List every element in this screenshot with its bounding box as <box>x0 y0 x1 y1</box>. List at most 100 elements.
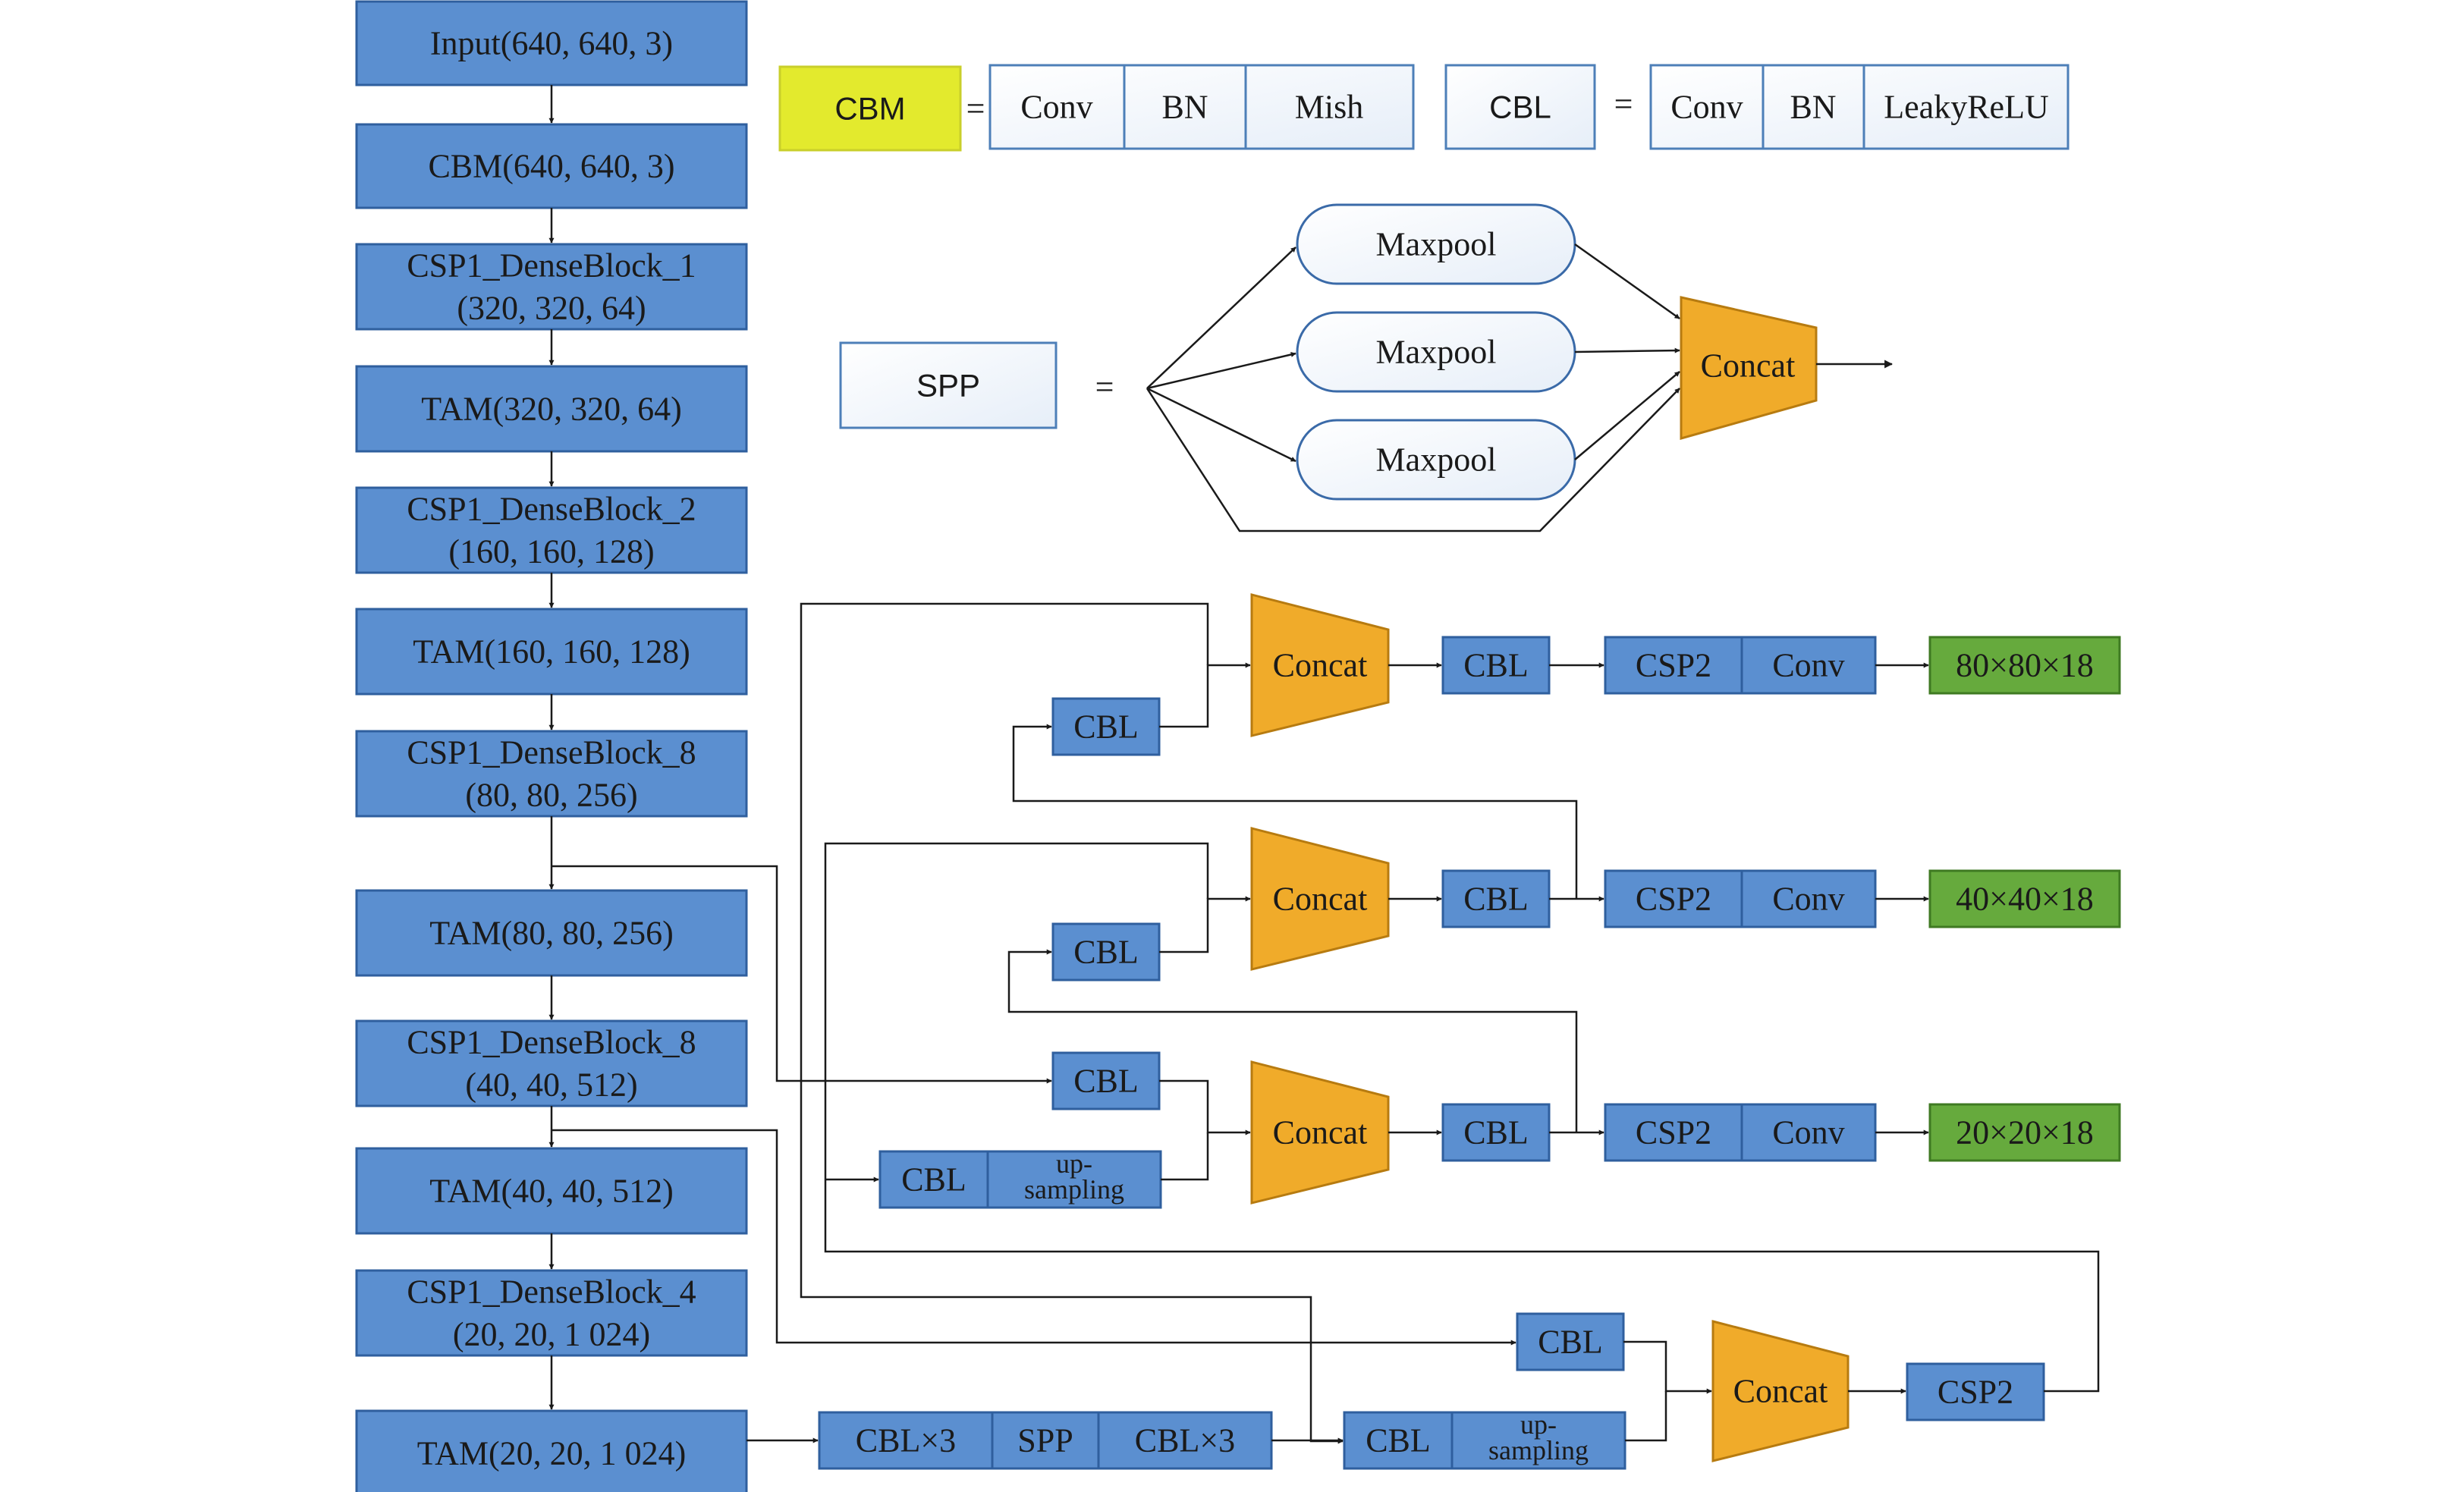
legend-cbm-parts <box>988 64 1415 150</box>
legend-cbl-conv: Conv <box>1670 89 1743 126</box>
csp1-block-8b-shape: (40, 40, 512) <box>465 1066 637 1104</box>
output-20 <box>1928 1103 2121 1162</box>
legend-cbl-bn: BN <box>1790 89 1836 126</box>
row3-cbl-label: CBL <box>1463 1114 1529 1151</box>
row1-csp2-conv <box>1604 636 1877 695</box>
spp-equals: = <box>1095 369 1114 406</box>
csp1-block-1 <box>355 243 748 331</box>
legend-equals-2: = <box>1614 86 1633 123</box>
spp-def-box <box>839 341 1058 429</box>
spp-concat-label: Concat <box>1701 347 1796 385</box>
legend-cbl-label: CBL <box>1489 90 1551 125</box>
csp1-block-8b-name: CSP1_DenseBlock_8 <box>407 1024 696 1061</box>
row1-concat <box>1250 593 1390 737</box>
row1-cbl-label: CBL <box>1463 647 1529 684</box>
csp1-block-2-name: CSP1_DenseBlock_2 <box>407 491 696 528</box>
tam-block-1-label: TAM(320, 320, 64) <box>421 391 682 428</box>
bottom-up-label-2: sampling <box>1488 1435 1589 1465</box>
cbm-block <box>355 123 748 209</box>
row1-cbl-left <box>1051 697 1161 756</box>
row3-concat-label: Concat <box>1273 1114 1368 1151</box>
row3-up-label-2: sampling <box>1024 1174 1124 1205</box>
legend-cbl-parts <box>1649 64 2070 150</box>
tam-block-1 <box>355 365 748 453</box>
input-label: Input(640, 640, 3) <box>430 25 673 62</box>
bottom-cbl-upper <box>1516 1312 1625 1371</box>
tam-block-2-label: TAM(160, 160, 128) <box>413 633 690 671</box>
tam-block-3-label: TAM(80, 80, 256) <box>429 915 674 952</box>
tam-block-4-label: TAM(40, 40, 512) <box>429 1173 674 1210</box>
output-80-label: 80×80×18 <box>1956 647 2094 684</box>
row2-cbl-left-label: CBL <box>1073 934 1139 971</box>
bottom-up-label-1: up- <box>1520 1409 1557 1440</box>
tam-block-5 <box>355 1409 748 1492</box>
csp1-block-8a-shape: (80, 80, 256) <box>465 777 637 814</box>
bottom-csp2 <box>1906 1362 2045 1421</box>
row3-csp2-label: CSP2 <box>1636 1114 1711 1151</box>
tam-block-5-label: TAM(20, 20, 1 024) <box>417 1435 687 1472</box>
output-40 <box>1928 869 2121 928</box>
csp1-block-4 <box>355 1269 748 1357</box>
legend-cbm-mish: Mish <box>1295 89 1363 126</box>
bottom-cbl-upper-label: CBL <box>1538 1324 1603 1361</box>
csp1-block-1-shape: (320, 320, 64) <box>457 290 646 327</box>
bottom-cbl3-1-label: CBL×3 <box>856 1422 956 1459</box>
backbone: Input(640, 640, 3) CBM(640, 640, 3) CSP1… <box>355 0 748 1492</box>
csp1-block-4-name: CSP1_DenseBlock_4 <box>407 1274 696 1311</box>
input-block <box>355 0 748 86</box>
legend-cbm-label: CBM <box>834 91 905 127</box>
legend-cbl-box <box>1444 64 1596 150</box>
csp1-block-4-shape: (20, 20, 1 024) <box>453 1316 650 1353</box>
row3-cbl-left <box>1051 1051 1161 1110</box>
bottom-cbl-upsampling <box>1343 1411 1626 1470</box>
row1-cbl-left-label: CBL <box>1073 708 1139 746</box>
csp1-block-1-name: CSP1_DenseBlock_1 <box>407 247 696 284</box>
output-20-label: 20×20×18 <box>1956 1114 2094 1151</box>
row2-csp2-label: CSP2 <box>1636 881 1711 918</box>
spp-arrows <box>1146 243 1894 532</box>
row3-cbl-left-label: CBL <box>1073 1063 1139 1100</box>
bottom-csp2-label: CSP2 <box>1938 1374 2013 1411</box>
row3-conv-label: Conv <box>1772 1114 1844 1151</box>
tam-block-3 <box>355 889 748 977</box>
row3-cbl-up-cbl-label: CBL <box>901 1161 966 1198</box>
bottom-concat-label: Concat <box>1733 1373 1828 1410</box>
bottom-cbl-label: CBL <box>1366 1422 1431 1459</box>
output-40-label: 40×40×18 <box>1956 881 2094 918</box>
maxpool-2-label: Maxpool <box>1376 334 1497 371</box>
row2-cbl <box>1441 869 1551 928</box>
legend: CBM = Conv BN Mish CBL = Conv BN LeakyRe… <box>778 64 2070 152</box>
row1-cbl <box>1441 636 1551 695</box>
cbl3-spp-cbl3 <box>818 1411 1273 1470</box>
maxpool-3-label: Maxpool <box>1376 441 1497 479</box>
legend-cbm-conv: Conv <box>1020 89 1092 126</box>
row2-concat <box>1250 827 1390 971</box>
row1-conv-label: Conv <box>1772 647 1844 684</box>
tam-block-4 <box>355 1147 748 1235</box>
row3-up-label-1: up- <box>1056 1148 1092 1179</box>
legend-equals-1: = <box>966 90 985 127</box>
spp-concat <box>1680 296 1818 440</box>
spp-def-label: SPP <box>916 368 980 404</box>
bottom-spp-label: SPP <box>1017 1422 1073 1459</box>
row2-concat-label: Concat <box>1273 881 1368 918</box>
row1-csp2-label: CSP2 <box>1636 647 1711 684</box>
bottom-concat <box>1711 1320 1850 1462</box>
row2-cbl-label: CBL <box>1463 881 1529 918</box>
output-80 <box>1928 636 2121 695</box>
connections <box>552 602 2100 1444</box>
csp1-block-8a-name: CSP1_DenseBlock_8 <box>407 734 696 771</box>
neck-head: CBL Concat CBL CSP2 Conv 80×80×18 CBL Co… <box>818 593 2121 1470</box>
row1-concat-label: Concat <box>1273 647 1368 684</box>
cbm-label: CBM(640, 640, 3) <box>428 148 674 185</box>
legend-cbm-box <box>778 65 962 152</box>
row3-concat <box>1250 1060 1390 1205</box>
bottom-cbl3-2-label: CBL×3 <box>1135 1422 1235 1459</box>
legend-cbl-leakyrelu: LeakyReLU <box>1884 89 2048 126</box>
spp-definition: SPP = Maxpool Maxpool Maxpool Concat <box>839 203 1894 532</box>
row2-conv-label: Conv <box>1772 881 1844 918</box>
legend-cbm-bn: BN <box>1161 89 1208 126</box>
maxpool-1-label: Maxpool <box>1376 226 1497 263</box>
row3-csp2-conv <box>1604 1103 1877 1162</box>
